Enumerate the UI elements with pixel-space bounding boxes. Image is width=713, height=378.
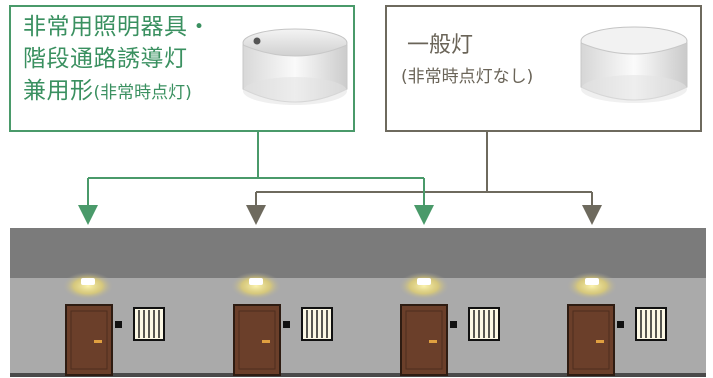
general-light-box: 一般灯 (非常時点灯なし) bbox=[385, 5, 702, 132]
emergency-label-line3: 兼用形(非常時点灯) bbox=[23, 77, 192, 108]
emergency-label-type: 兼用形 bbox=[23, 78, 94, 104]
emergency-wiring bbox=[78, 132, 434, 225]
door-1 bbox=[65, 304, 113, 376]
door-4 bbox=[567, 304, 615, 376]
ceiling bbox=[10, 228, 706, 278]
emergency-label-line2: 階段通路誘導灯 bbox=[23, 46, 188, 72]
ceiling-light-emergency-1 bbox=[62, 272, 114, 300]
corridor-unit-1 bbox=[62, 272, 165, 376]
ceiling-light-general-2 bbox=[566, 272, 618, 300]
door-2 bbox=[233, 304, 281, 376]
corridor-unit-4 bbox=[566, 272, 667, 376]
wiring-diagram bbox=[78, 132, 602, 225]
ceiling-light-general-1 bbox=[230, 272, 282, 300]
ceiling-light-emergency-2 bbox=[398, 272, 450, 300]
floor-line bbox=[10, 373, 706, 377]
emergency-light-box: 非常用照明器具・ 階段通路誘導灯 兼用形(非常時点灯) bbox=[9, 5, 355, 132]
corridor-illustration bbox=[10, 228, 706, 377]
door-3 bbox=[400, 304, 448, 376]
emergency-fixture-icon bbox=[242, 28, 348, 105]
emergency-label-line1: 非常用照明器具・ bbox=[23, 14, 211, 40]
general-label-title: 一般灯 bbox=[407, 33, 474, 58]
general-label-subtitle: (非常時点灯なし) bbox=[401, 67, 534, 87]
general-fixture-icon bbox=[580, 26, 688, 103]
emergency-label-note: (非常時点灯) bbox=[93, 83, 192, 103]
corridor-unit-2 bbox=[230, 272, 333, 376]
corridor-unit-3 bbox=[398, 272, 500, 376]
